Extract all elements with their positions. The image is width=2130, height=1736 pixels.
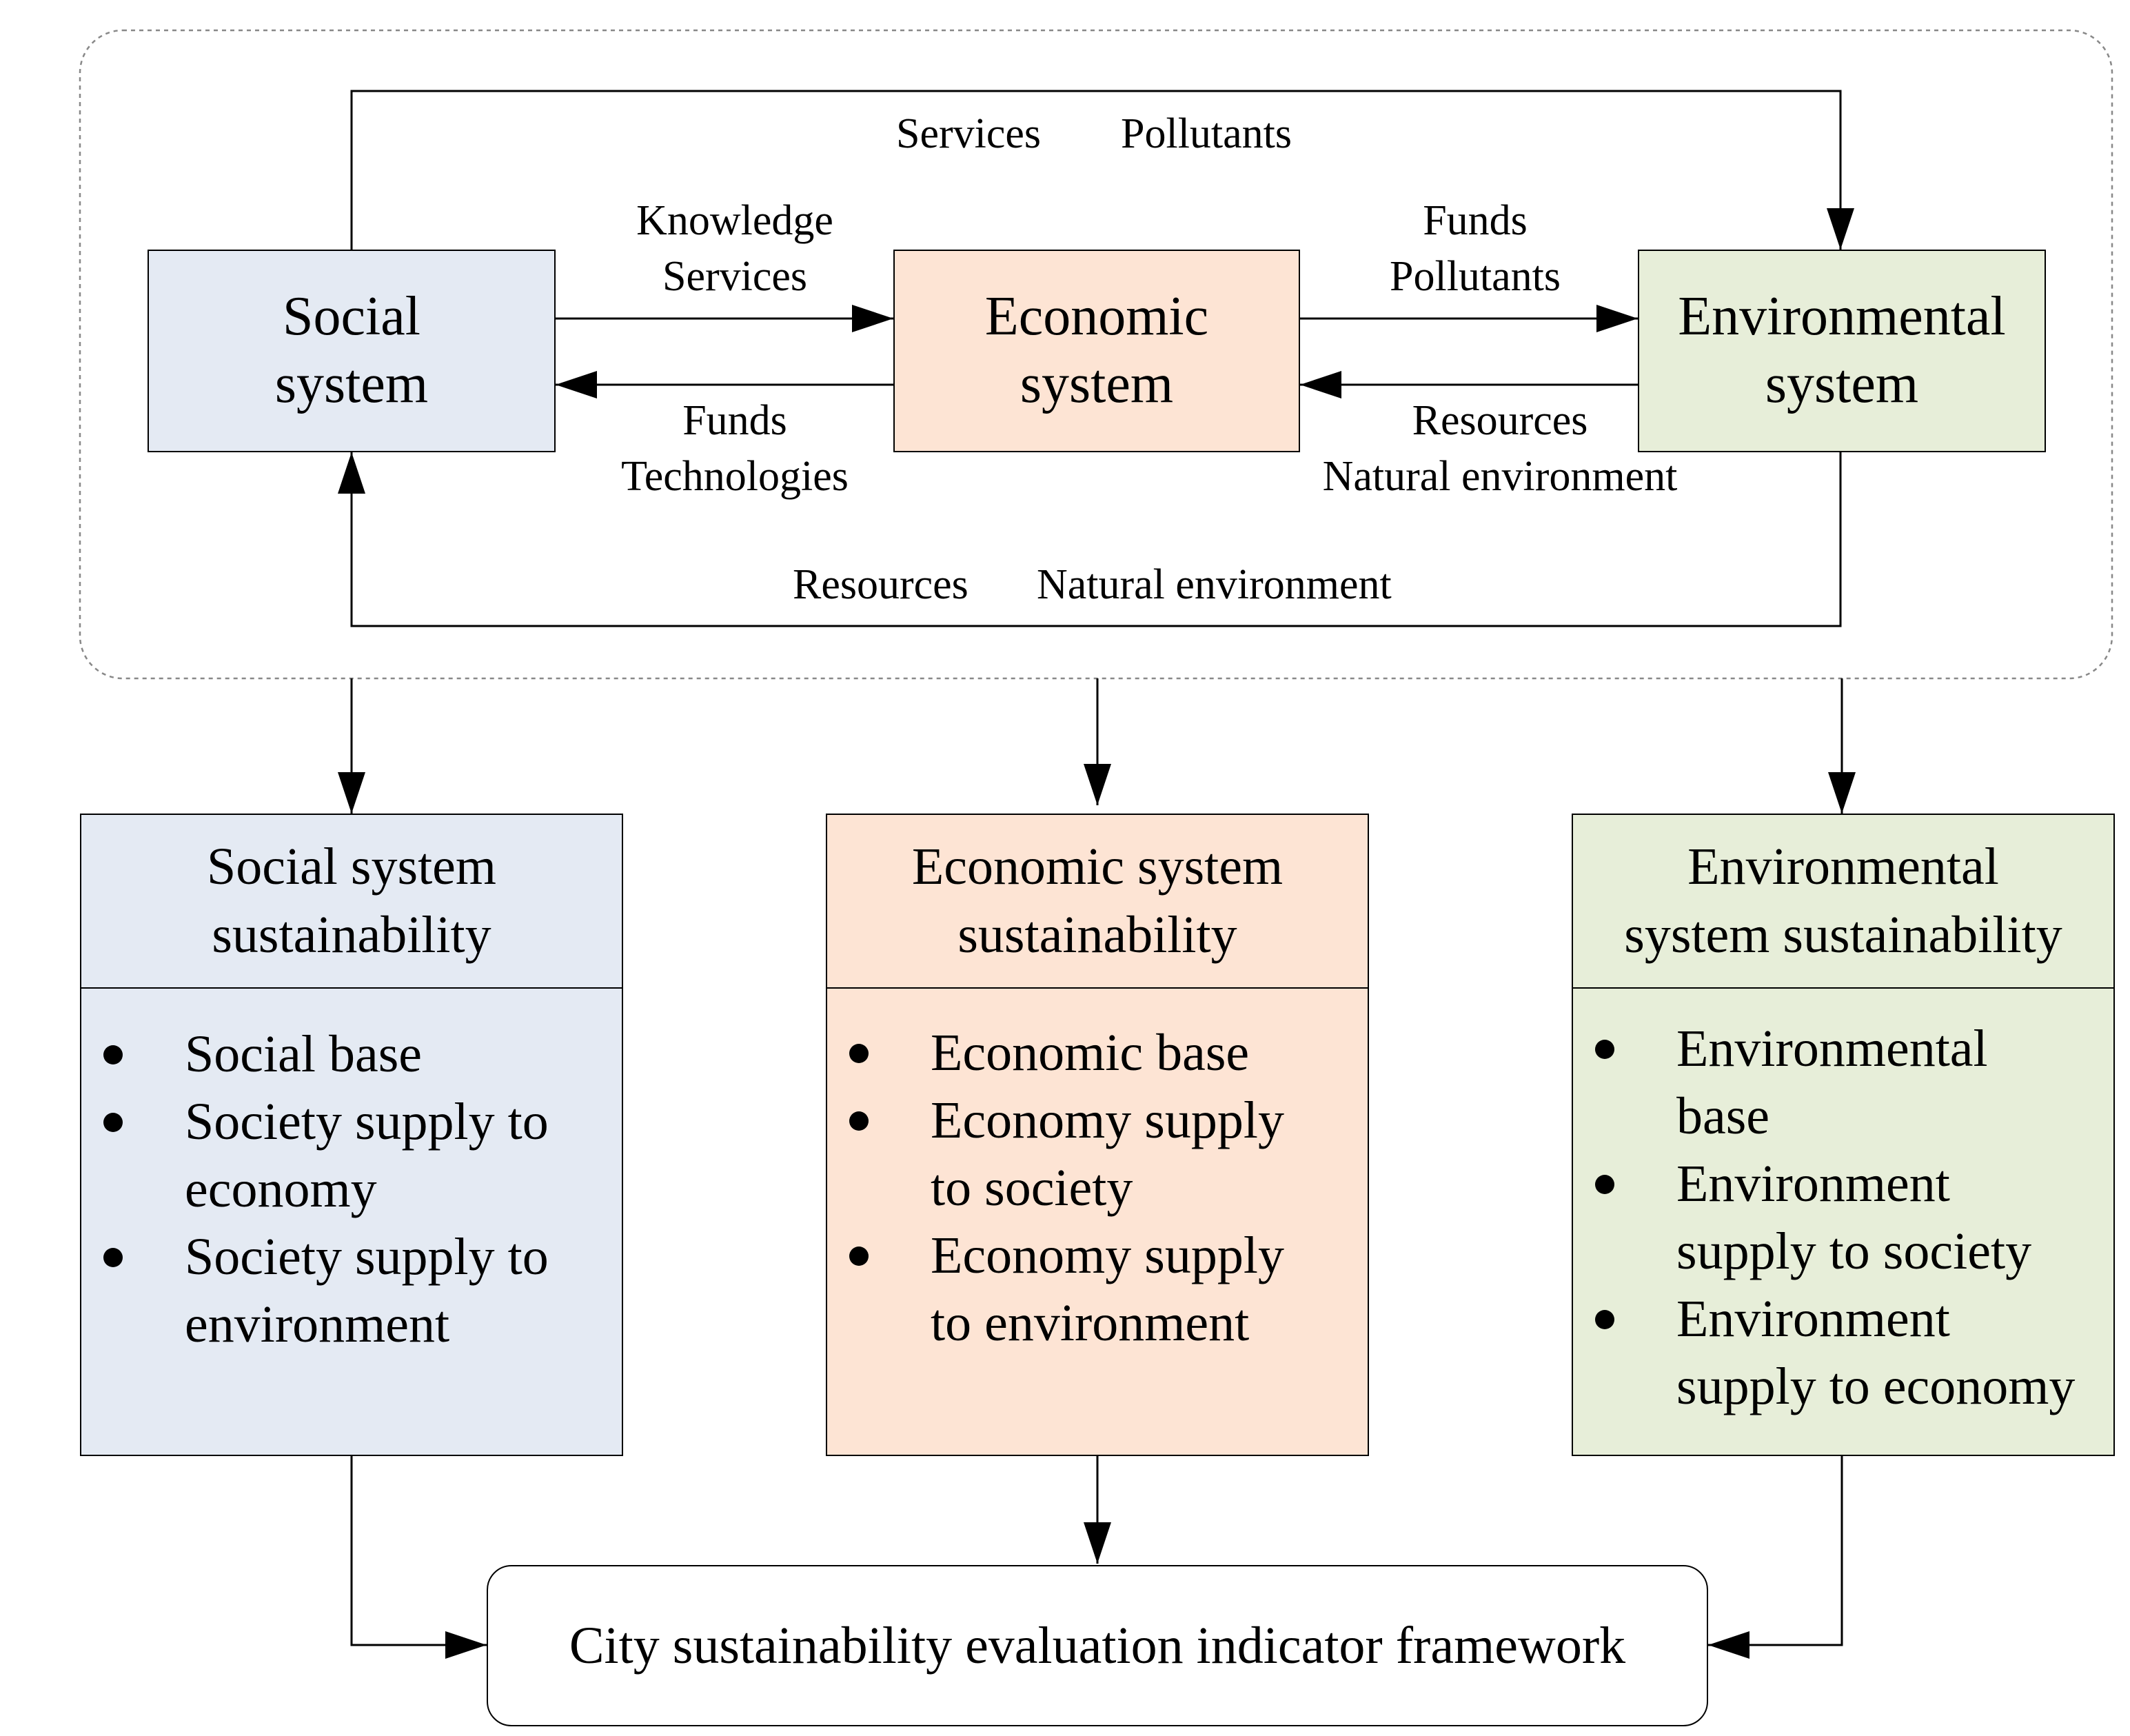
flow-label-bottom-natural-environment: Natural environment [1037, 561, 1392, 608]
economic-sustainability-panel: Economic system sustainability Economic … [826, 814, 1369, 1456]
social-sustainability-title-line2: sustainability [212, 906, 491, 964]
economic-system-label-line2: system [1020, 354, 1174, 414]
environmental-system-label-line2: system [1765, 354, 1919, 414]
flow-label-top-services: Services [896, 110, 1042, 157]
arrow-top-loop [350, 90, 1854, 250]
flow-label-economic-to-environmental: Funds Pollutants [1351, 193, 1599, 304]
flow-label-funds-env: Funds [1423, 197, 1528, 244]
flow-label-top-pollutants: Pollutants [1121, 110, 1292, 157]
flow-label-environmental-to-economic: Resources Natural environment [1293, 393, 1707, 504]
flow-label-economic-to-social: Funds Technologies [590, 393, 880, 504]
environmental-system-label-line1: Environmental [1678, 286, 2006, 347]
flow-label-resources: Resources [1412, 397, 1588, 444]
flow-label-knowledge: Knowledge [636, 197, 833, 244]
bullet-icon [849, 1111, 869, 1131]
social-system-box: Social system [148, 250, 556, 452]
environmental-sustainability-title-line2: system sustainability [1624, 906, 2062, 964]
flow-label-pollutants: Pollutants [1389, 252, 1561, 300]
bullet-icon [849, 1247, 869, 1266]
arrow-environmental-to-framework [1708, 1456, 1843, 1659]
flow-label-funds: Funds [682, 397, 787, 444]
social-system-label-line1: Social [283, 286, 420, 347]
bullet-icon [849, 1044, 869, 1063]
arrow-bottom-loop [338, 452, 1842, 627]
environmental-system-box: Environmental system [1638, 250, 2046, 452]
bullet-icon [103, 1113, 123, 1132]
city-sustainability-framework-box: City sustainability evaluation indicator… [487, 1565, 1708, 1726]
economic-sustainability-title: Economic system sustainability [827, 815, 1368, 989]
environmental-sustainability-title: Environmental system sustainability [1573, 815, 2113, 989]
flow-label-bottom-resources: Resources [793, 561, 968, 608]
framework-label: City sustainability evaluation indicator… [569, 1616, 1626, 1675]
list-item: Social base [81, 1020, 622, 1088]
bullet-icon [103, 1248, 123, 1267]
economic-system-box: Economic system [893, 250, 1300, 452]
flow-label-natural-environment: Natural environment [1322, 452, 1678, 500]
economic-sustainability-title-line1: Economic system [911, 838, 1284, 896]
bullet-icon [1595, 1310, 1614, 1329]
arrow-social-to-framework [350, 1456, 487, 1659]
social-sustainability-title: Social system sustainability [81, 815, 622, 989]
economic-sustainability-title-line2: sustainability [957, 906, 1237, 964]
economic-system-label-line1: Economic [984, 286, 1209, 347]
system-interaction-container [79, 29, 2113, 680]
environmental-sustainability-panel: Environmental system sustainability Envi… [1572, 814, 2115, 1456]
social-system-label-line2: system [274, 354, 429, 414]
social-sustainability-panel: Social system sustainability Social base… [80, 814, 623, 1456]
bullet-icon [103, 1045, 123, 1064]
bullet-icon [1595, 1175, 1614, 1194]
bullet-icon [1595, 1040, 1614, 1059]
flow-label-services: Services [662, 252, 808, 300]
flow-label-technologies: Technologies [621, 452, 849, 500]
social-sustainability-title-line1: Social system [206, 838, 497, 896]
list-item: Economic base [827, 1019, 1368, 1087]
flow-label-social-to-economic: Knowledge Services [597, 193, 873, 304]
environmental-sustainability-title-line1: Environmental [1687, 838, 1999, 896]
